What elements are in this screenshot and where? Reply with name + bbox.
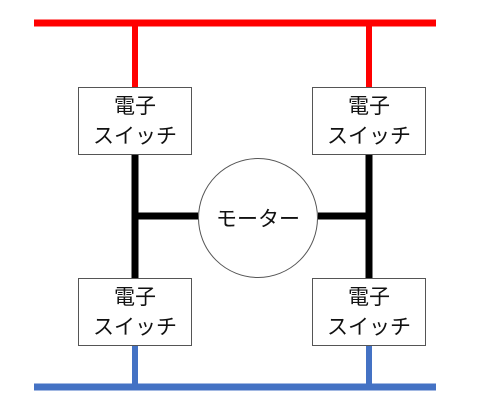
switch-label-line1: 電子 xyxy=(114,94,156,118)
electronic-switch-top-right: 電子 スイッチ xyxy=(312,87,426,155)
switch-label-line1: 電子 xyxy=(348,285,390,309)
switch-label-line1: 電子 xyxy=(114,285,156,309)
electronic-switch-bottom-left: 電子 スイッチ xyxy=(78,278,192,346)
switch-label-line2: スイッチ xyxy=(327,315,411,339)
electronic-switch-top-left: 電子 スイッチ xyxy=(78,87,192,155)
switch-label-line1: 電子 xyxy=(348,94,390,118)
switch-label-line2: スイッチ xyxy=(93,315,177,339)
motor-circle: モーター xyxy=(198,158,318,278)
electronic-switch-bottom-right: 電子 スイッチ xyxy=(312,278,426,346)
switch-label-line2: スイッチ xyxy=(327,124,411,148)
switch-label-line2: スイッチ xyxy=(93,124,177,148)
motor-label: モーター xyxy=(216,207,300,231)
